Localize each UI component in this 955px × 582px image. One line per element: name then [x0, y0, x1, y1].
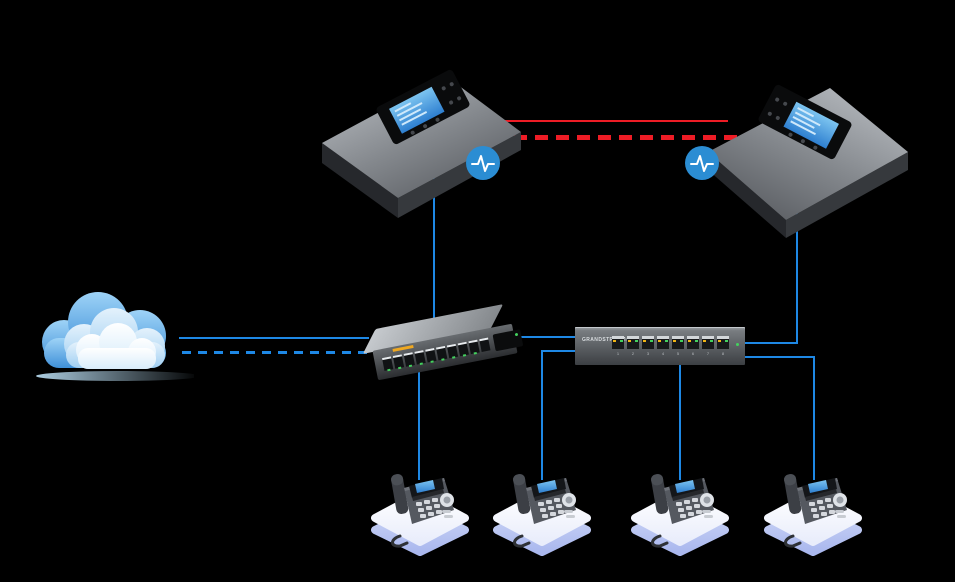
router-port: [479, 337, 491, 352]
switch-port: 5: [672, 336, 684, 356]
router-icon: [360, 304, 524, 382]
switch-port: 4: [657, 336, 669, 356]
switch-port: 1: [612, 336, 624, 356]
switch-brand-label: GRANDSTREAM: [582, 337, 626, 343]
link-phone4-h: [745, 356, 815, 358]
heartbeat-icon: [685, 146, 719, 180]
router-port: [425, 347, 437, 363]
ip-pbx-secondary-icon: [708, 84, 908, 238]
link-pbxb-vertical: [796, 203, 798, 344]
link-heartbeat-dashed: [472, 135, 745, 140]
ip-phone-icon: [370, 448, 470, 560]
switch-port: 3: [642, 336, 654, 356]
router-power-led: [514, 332, 519, 336]
link-wan-dashed: [182, 351, 370, 354]
switch-port: 8: [717, 336, 729, 356]
router-port: [468, 339, 480, 355]
router-port: [414, 349, 426, 365]
router-port: [381, 355, 394, 371]
router-label-panel: [492, 328, 524, 351]
link-wan-solid: [179, 337, 369, 339]
router-port: [435, 345, 448, 361]
switch-port: 6: [687, 336, 699, 356]
ip-phone-icon: [492, 448, 592, 560]
link-phone2-v: [541, 350, 543, 480]
router-port: [403, 351, 415, 367]
link-phone3: [679, 363, 681, 480]
link-pbxa-router: [433, 167, 435, 318]
link-phone2-h: [541, 350, 577, 352]
internet-cloud-icon: [36, 292, 194, 381]
switch-port: 7: [702, 336, 714, 356]
heartbeat-icon: [466, 146, 500, 180]
router-usb-port: [378, 360, 381, 370]
link-phone4-v: [813, 356, 815, 480]
switch-port: 2: [627, 336, 639, 356]
link-heartbeat-solid: [488, 120, 728, 122]
router-port: [457, 341, 469, 357]
switch-power-led: [736, 343, 739, 346]
link-router-switch: [500, 336, 577, 338]
ip-phone-icon: [630, 448, 730, 560]
link-pbxb-switch: [745, 342, 798, 344]
link-phone1: [418, 371, 420, 480]
router-port: [392, 353, 405, 369]
router-port-accent: [392, 344, 414, 352]
ip-phone-icon: [763, 448, 863, 560]
router-port: [446, 343, 459, 359]
